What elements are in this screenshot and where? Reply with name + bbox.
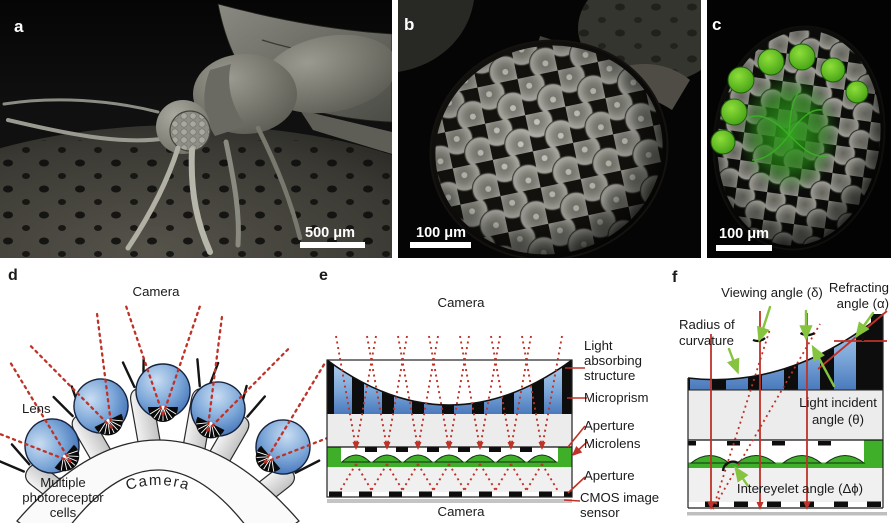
insect-body: [2, 3, 392, 255]
refracted-rays: [712, 323, 821, 510]
insect-leg: [255, 125, 303, 241]
panel-f-label: f: [672, 269, 678, 286]
insect-leg: [223, 139, 241, 248]
concave-surface: [326, 359, 573, 406]
lens-unit: [255, 419, 311, 475]
panel-c-colored-eye: c 100 μm: [707, 0, 891, 258]
insect-compound-eye: [169, 110, 211, 152]
insect-leg: [188, 147, 213, 255]
focus-arrowheads: [352, 442, 546, 450]
microlens-base: [688, 462, 883, 468]
panel-e-label: e: [319, 267, 328, 284]
microlens-label: Microlens: [584, 436, 641, 451]
insect-antenna: [6, 118, 170, 143]
insect-leg: [125, 145, 181, 251]
panel-b-sem-eye: b 100 μm: [398, 0, 701, 258]
compound-eye-blob: [429, 39, 669, 258]
camera-top-label: Camera: [133, 284, 181, 299]
pointer-arrows: [726, 305, 875, 488]
radius-label-line2: curvature: [679, 333, 734, 348]
lens-unit: [190, 381, 246, 439]
intereyelet-angle-arc: [721, 460, 739, 472]
device-structure-tilted: [687, 298, 887, 516]
cmos-sensor-line: [327, 499, 572, 503]
device-structure: [326, 350, 573, 503]
cmos-sensor-line: [687, 512, 887, 516]
light-cone-rays: [0, 301, 376, 464]
aperture-top-label: Aperture: [584, 418, 635, 433]
radius-label-line1: Radius of: [679, 317, 735, 332]
light-absorbing-label-line3: structure: [584, 368, 635, 383]
bristles: [0, 443, 31, 473]
panel-b-scale-bar: 100 μm: [410, 225, 471, 248]
scale-text: 500 μm: [305, 225, 355, 241]
camera-bottom-label: Camera: [438, 504, 486, 519]
panel-a-sem-insect: a 500 μm: [0, 0, 392, 258]
photoreceptor-label: Multiple photoreceptor cells: [22, 475, 104, 520]
scale-text: 100 μm: [416, 225, 466, 241]
spacer-layer: [687, 389, 884, 441]
scale-bar: [410, 242, 471, 248]
cmos-label-line1: CMOS image: [580, 490, 659, 505]
panel-a-label: a: [14, 17, 24, 36]
leader-lines: [563, 367, 588, 502]
panel-b-label: b: [404, 15, 414, 34]
incident-rays: [707, 310, 888, 510]
cmos-label-line2: sensor: [580, 505, 620, 520]
panel-e-labels: Light absorbing structure Microprism Ape…: [580, 338, 659, 520]
panel-c-scale-bar: 100 μm: [716, 226, 772, 251]
aperture-top-dashes: [365, 447, 532, 452]
light-absorbing-label-line2: absorbing: [584, 353, 642, 368]
microlenses: [340, 454, 558, 463]
scale-bar: [300, 242, 365, 248]
viewing-angle-label: Viewing angle (δ): [721, 285, 823, 300]
camera-arc-label: Camera: [124, 472, 192, 494]
panel-f-labels: Viewing angle (δ) Refracting angle (α) R…: [679, 280, 889, 496]
panel-d-diagram: d Camera Ca: [0, 267, 376, 523]
refracting-angle-label-line2: angle (α): [837, 296, 889, 311]
refracting-angle-label-line1: Refracting: [829, 280, 889, 295]
photoreceptor-label-line3: cells: [50, 505, 77, 520]
camera-top-label: Camera: [438, 295, 486, 310]
ray-bundles: [335, 335, 563, 492]
scale-bar: [716, 245, 772, 251]
aperture-bottom-label: Aperture: [584, 468, 635, 483]
photoreceptor-label-line1: Multiple: [40, 475, 85, 490]
aperture-bottom-dashes: [329, 491, 572, 497]
lower-spacer: [688, 468, 883, 502]
panel-d-label: d: [8, 267, 18, 284]
panel-a-scale-bar: 500 μm: [300, 225, 365, 248]
lens-array: [24, 363, 311, 475]
lens-label: Lens: [22, 401, 51, 416]
incident-angle-label-line1: Light incident: [799, 395, 877, 410]
green-ommatidia: [710, 43, 869, 155]
eye-curvature-band: [16, 439, 300, 523]
panel-c-label: c: [712, 15, 721, 34]
green-branches: [747, 89, 827, 161]
aperture-bottom-dashes: [705, 501, 881, 507]
scale-text: 100 μm: [719, 226, 769, 242]
insect-antenna: [2, 98, 160, 114]
microprism-label: Microprism: [584, 390, 648, 405]
panel-f-diagram: f: [672, 269, 889, 516]
photoreceptor-label-line2: photoreceptor: [22, 490, 104, 505]
lens-unit: [24, 418, 80, 474]
camera-arc-text: Camera: [124, 472, 191, 494]
intereyelet-angle-label: Intereyelet angle (Δϕ): [737, 481, 863, 496]
light-absorbing-label-line1: Light: [584, 338, 613, 353]
incident-angle-label-line2: angle (θ): [812, 412, 864, 427]
lower-spacer: [327, 467, 572, 492]
panel-e-diagram: e Camera Camera: [319, 267, 659, 520]
